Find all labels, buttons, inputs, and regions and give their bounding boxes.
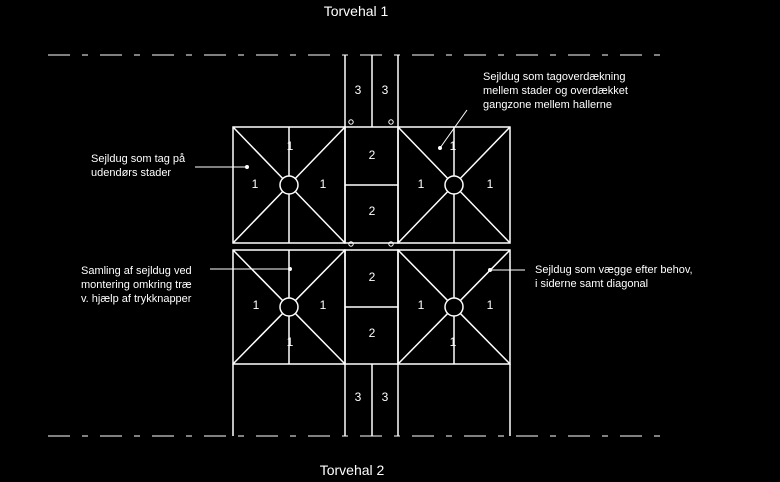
walkway-bottom <box>344 364 399 436</box>
tent-number-1: 1 <box>320 177 327 191</box>
tent-pole-circle <box>279 175 299 195</box>
bottom-supports <box>232 364 511 436</box>
tent-number-1: 1 <box>418 298 425 312</box>
hall-title-top: Torvehal 1 <box>324 3 389 19</box>
stall-number-2: 2 <box>369 326 376 340</box>
tent-number-1: 1 <box>487 177 494 191</box>
stall-number-2: 2 <box>369 204 376 218</box>
tent-number-1: 1 <box>287 139 294 153</box>
tent-number-1: 1 <box>450 139 457 153</box>
annotation-roof-tent: Sejldug som tag på udendørs stader <box>91 153 188 179</box>
annotation-walls: Sejldug som vægge efter behov, i siderne… <box>535 264 696 290</box>
hall-title-bottom: Torvehal 2 <box>320 462 385 478</box>
tent-top-right <box>397 126 511 244</box>
middle-stalls <box>344 126 399 365</box>
annotation-assembly: Samling af sejldug ved montering omkring… <box>81 265 195 305</box>
tent-number-1: 1 <box>487 298 494 312</box>
tent-pole-circle <box>444 175 464 195</box>
walkway-number-3: 3 <box>382 83 389 97</box>
walkway-number-3: 3 <box>355 390 362 404</box>
tent-number-1: 1 <box>450 335 457 349</box>
leader-lines <box>195 109 525 272</box>
tent-pole-circle <box>444 297 464 317</box>
walkway-number-3: 3 <box>382 390 389 404</box>
tent-number-1: 1 <box>320 298 327 312</box>
annotation-walkway-cover: Sejldug som tagoverdækning mellem stader… <box>483 71 631 111</box>
tent-number-1: 1 <box>252 177 259 191</box>
tent-number-1: 1 <box>253 298 260 312</box>
stall-number-2: 2 <box>369 270 376 284</box>
stall-number-2: 2 <box>369 148 376 162</box>
tent-pole-circle <box>279 297 299 317</box>
walkway-top <box>344 55 399 127</box>
tent-number-1: 1 <box>418 177 425 191</box>
walkway-number-3: 3 <box>355 83 362 97</box>
tent-number-1: 1 <box>287 335 294 349</box>
connector-circles <box>348 119 394 247</box>
